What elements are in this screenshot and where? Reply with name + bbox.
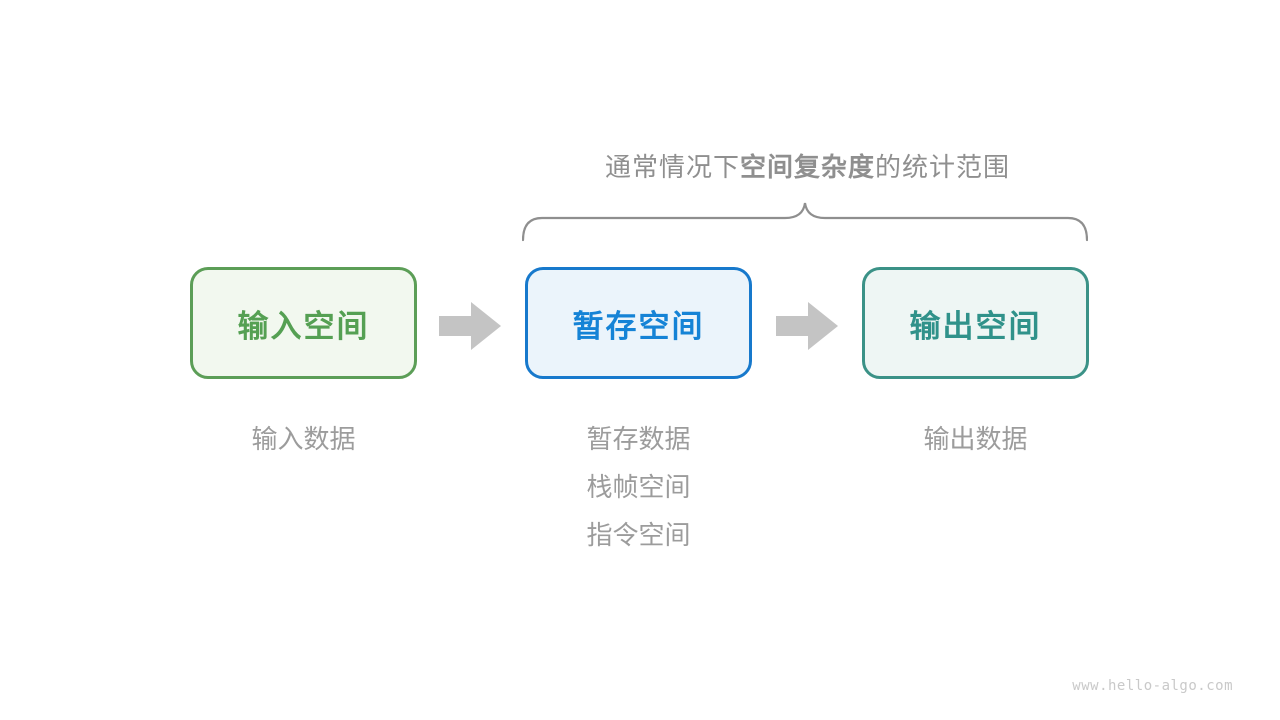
scope-brace [522, 202, 1088, 242]
scope-title: 通常情况下空间复杂度的统计范围 [525, 147, 1090, 184]
temp-space-label: 暂存空间 [572, 308, 705, 344]
arrow-right-shape [439, 302, 501, 350]
output-space-notes: 输出数据 [862, 415, 1089, 463]
arrow-right-icon [776, 302, 838, 350]
scope-brace-path [522, 202, 1088, 242]
watermark: www.hello-algo.com [1072, 678, 1233, 694]
input-space-box: 输入空间 [190, 267, 417, 379]
output-space-box: 输出空间 [862, 267, 1089, 379]
note-input-data: 输入数据 [251, 424, 356, 454]
input-space-notes: 输入数据 [190, 415, 417, 463]
arrow-right-shape [776, 302, 838, 350]
arrow-right-icon [439, 302, 501, 350]
note-stack-frame-space: 栈帧空间 [586, 472, 691, 502]
scope-title-suffix: 的统计范围 [875, 152, 1011, 182]
input-space-label: 输入空间 [237, 308, 370, 344]
scope-title-bold: 空间复杂度 [739, 152, 875, 182]
note-instruction-space: 指令空间 [586, 520, 691, 550]
temp-space-notes: 暂存数据 栈帧空间 指令空间 [525, 415, 752, 559]
output-space-label: 输出空间 [909, 308, 1042, 344]
scope-title-prefix: 通常情况下 [604, 152, 740, 182]
temp-space-box: 暂存空间 [525, 267, 752, 379]
note-temp-data: 暂存数据 [586, 424, 691, 454]
note-output-data: 输出数据 [923, 424, 1028, 454]
